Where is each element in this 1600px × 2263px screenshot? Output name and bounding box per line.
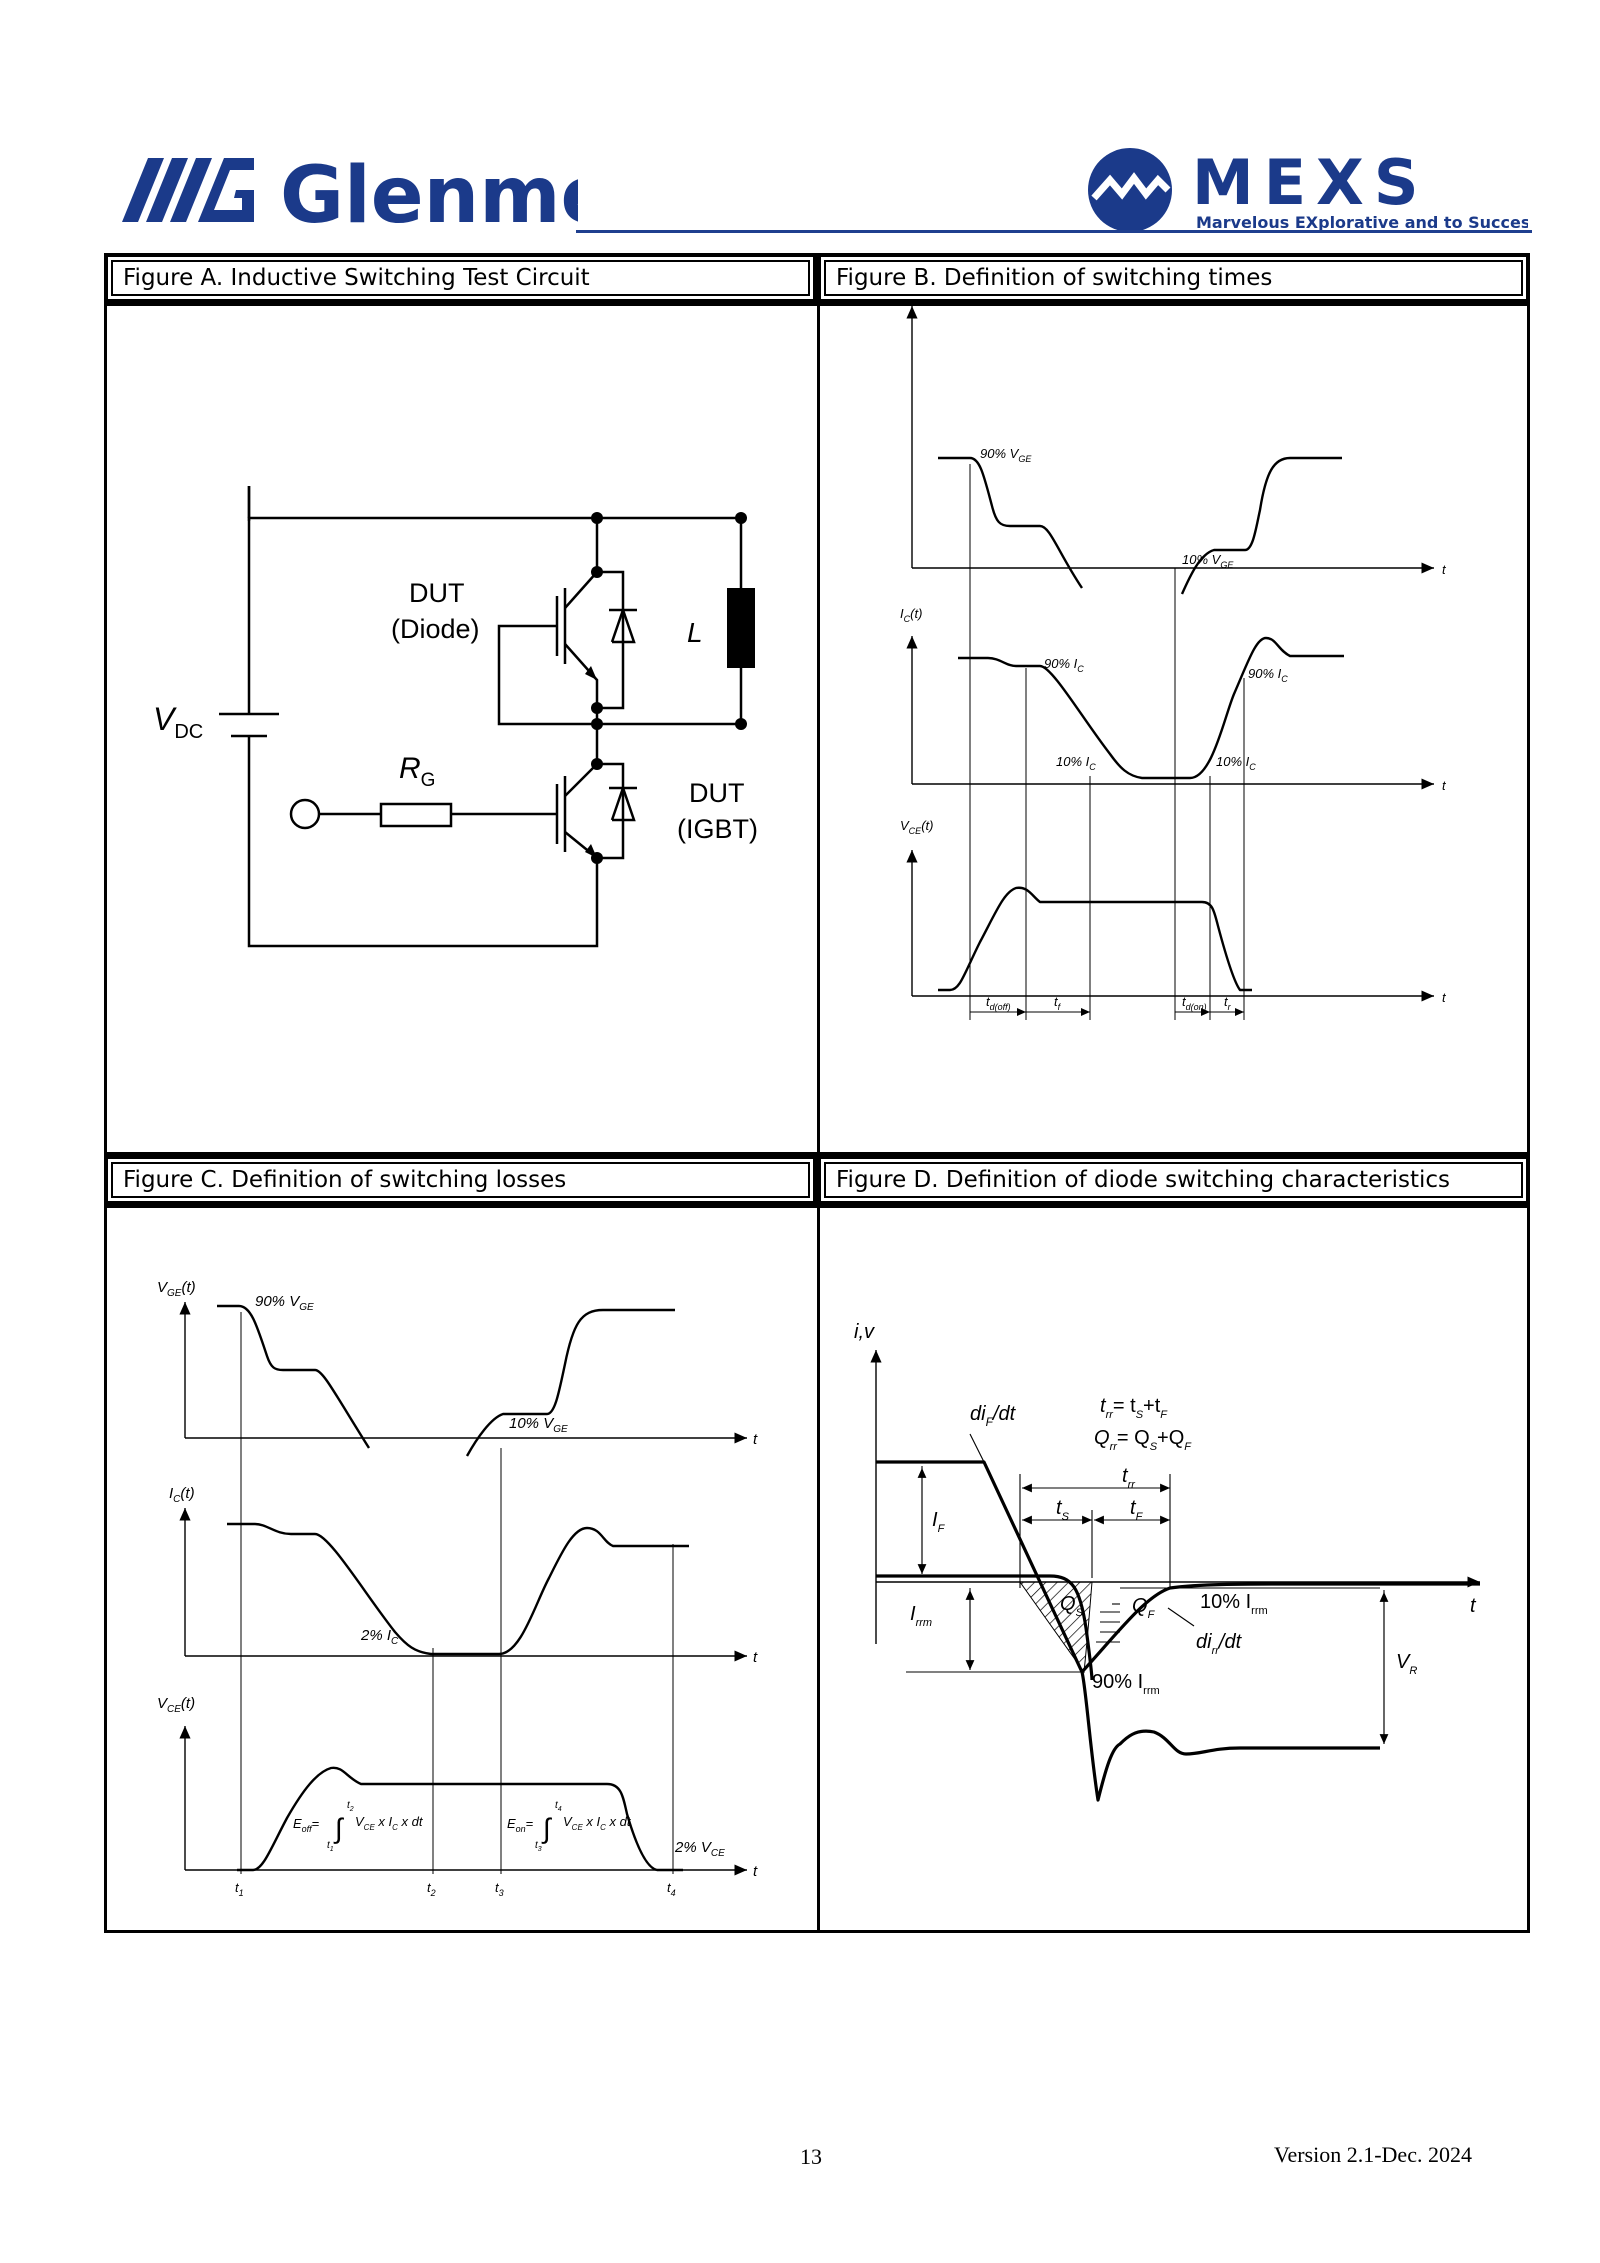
figure-d-waveforms: i,v diF/dt trr= tS+tF Qrr= QS+QF trr tS … (854, 1321, 1480, 1802)
d-label-qrr-eq: Qrr= QS+QF (1094, 1427, 1192, 1453)
c-label-vce2: 2% VCE (674, 1839, 725, 1859)
figure-a-circuit-diagram: DUT (Diode) L VDC RG DUT (IGBT) (153, 486, 758, 948)
label-dut-igbt-1: DUT (689, 778, 745, 808)
c-integrand-on: VCE x IC x dt (563, 1814, 632, 1832)
d-voltage-waveform (1080, 1671, 1380, 1802)
c-int-on-bot: t3 (535, 1840, 542, 1853)
figure-a-header: Figure A. Inductive Switching Test Circu… (104, 253, 817, 303)
b-label-tr: tr (1224, 994, 1232, 1012)
figure-b-cell (817, 303, 1530, 1155)
c-integral-off: ∫ (333, 1813, 345, 1844)
figure-c-waveforms: VGE(t) 90% VGE 10% VGE IC(t) 2% IC VCE(t… (157, 1279, 758, 1898)
c-label-t3: t3 (495, 1880, 504, 1898)
figure-b-header: Figure B. Definition of switching times (817, 253, 1530, 303)
b-label-ic10b: 10% IC (1216, 754, 1256, 772)
label-dut-diode-1: DUT (409, 578, 465, 608)
c-label-t1: t1 (235, 1880, 244, 1898)
figure-b-waveforms: 90% VGE 10% VGE IC(t) 90% IC 90% IC 10% … (900, 306, 1447, 1020)
d-label-trr-eq: trr= tS+tF (1100, 1395, 1168, 1421)
label-dut-igbt-2: (IGBT) (677, 814, 758, 844)
b-label-t3: t (1442, 990, 1447, 1005)
c-int-off-bot: t1 (327, 1840, 334, 1853)
c-int-on-top: t4 (555, 1800, 562, 1813)
c-label-ic-axis: IC(t) (169, 1485, 195, 1505)
c-label-vge90: 90% VGE (255, 1293, 314, 1313)
d-label-vr: VR (1396, 1651, 1417, 1677)
d-label-iv: i,v (854, 1321, 875, 1343)
b-label-ic10a: 10% IC (1056, 754, 1096, 772)
d-label-tf: tF (1130, 1497, 1144, 1523)
d-label-trr: trr (1122, 1465, 1136, 1491)
c-vce-waveform (237, 1766, 683, 1872)
b-label-vce-axis: VCE(t) (900, 818, 933, 836)
figure-c-header: Figure C. Definition of switching losses (104, 1155, 817, 1205)
c-label-eoff: Eoff= (293, 1816, 319, 1834)
b-label-t1: t (1442, 562, 1447, 577)
d-label-dif: diF/dt (970, 1403, 1017, 1429)
figure-c-cell (104, 1205, 820, 1933)
mexs-tagline: Marvelous EXplorative and to Success (1196, 213, 1528, 232)
version-label: Version 2.1-Dec. 2024 (1274, 2142, 1472, 2167)
glenmex-logo-text: Glenmex (280, 151, 578, 240)
ic-waveform (958, 636, 1344, 780)
label-rg: R (399, 752, 421, 785)
mexs-logo-text: MEXS (1192, 146, 1429, 219)
label-inductor: L (687, 617, 703, 648)
b-label-vge90: 90% VGE (980, 446, 1032, 464)
vge-waveform (938, 456, 1083, 589)
c-label-vge10: 10% VGE (509, 1415, 568, 1435)
c-label-t4: t4 (667, 1880, 676, 1898)
b-label-tdoff: td(off) (986, 994, 1011, 1012)
b-label-t2: t (1442, 778, 1447, 793)
figure-d-title: Figure D. Definition of diode switching … (824, 1162, 1523, 1198)
figure-a-title: Figure A. Inductive Switching Test Circu… (111, 260, 810, 296)
glenmex-logo: Glenmex (122, 151, 578, 240)
b-label-ic-axis: IC(t) (900, 606, 922, 624)
b-label-ic90a: 90% IC (1044, 656, 1084, 674)
d-label-qs: QS (1060, 1593, 1084, 1619)
c-integral-on: ∫ (541, 1813, 553, 1844)
figure-d-cell (817, 1205, 1530, 1933)
label-dut-diode-2: (Diode) (391, 614, 480, 644)
d-label-irrm90: 90% Irrm (1092, 1671, 1160, 1697)
mexs-logo: MEXS Marvelous EXplorative and to Succes… (1088, 146, 1528, 232)
c-label-t-a: t (753, 1431, 758, 1448)
c-ic-waveform (227, 1522, 689, 1656)
vce-waveform (938, 886, 1252, 992)
c-label-vge-axis: VGE(t) (157, 1279, 196, 1299)
d-label-dirr: dirr/dt (1196, 1631, 1243, 1657)
c-label-vce-axis: VCE(t) (157, 1695, 195, 1715)
page-number: 13 (800, 2144, 822, 2169)
b-label-ic90b: 90% IC (1248, 666, 1288, 684)
d-label-irrm: Irrm (910, 1603, 932, 1629)
figure-b-title: Figure B. Definition of switching times (824, 260, 1523, 296)
c-label-ic2: 2% IC (360, 1627, 399, 1647)
c-label-t2: t2 (427, 1880, 436, 1898)
header-rule (576, 230, 1532, 233)
c-label-t-b: t (753, 1649, 758, 1666)
b-label-tdon: td(on) (1182, 994, 1207, 1012)
svg-text:VDC: VDC (153, 701, 203, 743)
c-label-eon: Eon= (507, 1816, 533, 1834)
d-label-qf: QF (1132, 1595, 1156, 1621)
b-label-tf: tf (1054, 994, 1062, 1012)
figure-c-title: Figure C. Definition of switching losses (111, 1162, 810, 1198)
d-current-waveform (876, 1460, 1480, 1674)
c-int-off-top: t2 (347, 1800, 354, 1813)
d-label-if: IF (932, 1509, 946, 1535)
b-label-vge10: 10% VGE (1182, 552, 1234, 570)
label-rg-sub: G (421, 770, 436, 791)
label-vdc: V (153, 701, 177, 737)
figure-d-header: Figure D. Definition of diode switching … (817, 1155, 1530, 1205)
c-vge-waveform (217, 1304, 371, 1449)
d-label-irrm10: 10% Irrm (1200, 1591, 1268, 1617)
svg-text:RG: RG (399, 752, 435, 791)
d-label-t: t (1470, 1595, 1477, 1617)
c-integrand-off: VCE x IC x dt (355, 1814, 424, 1832)
c-label-t-c: t (753, 1863, 758, 1880)
label-vdc-sub: DC (174, 721, 203, 743)
d-label-ts: tS (1056, 1497, 1070, 1523)
